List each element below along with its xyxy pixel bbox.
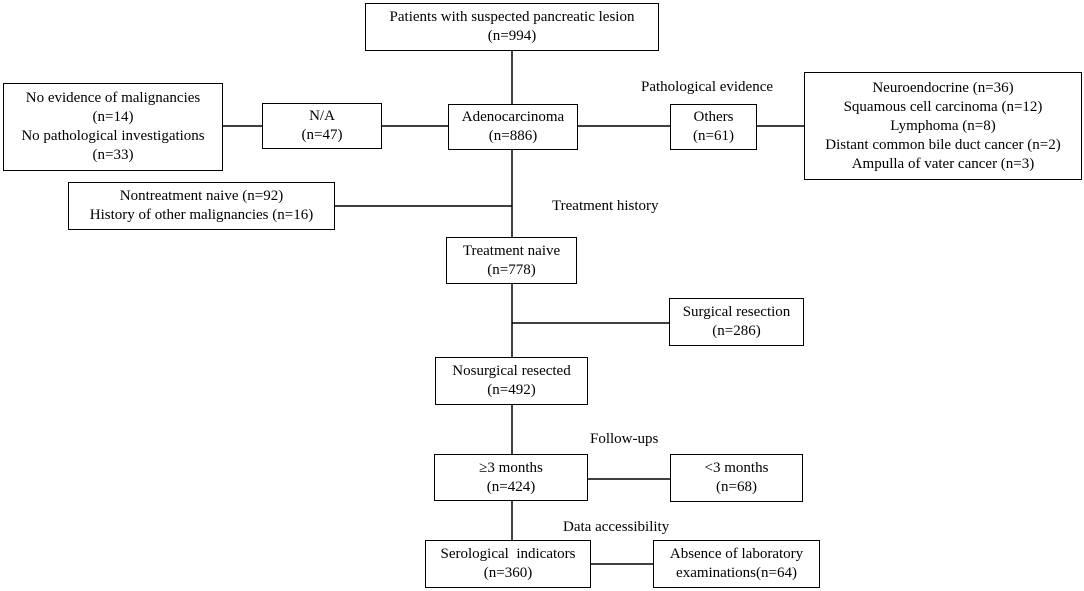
node-no-evidence-line: (n=14): [92, 109, 134, 125]
node-adenocarcinoma-line: Adenocarcinoma: [461, 109, 565, 125]
node-treatment-naive: Treatment naive (n=778): [446, 237, 577, 284]
node-ge3-months-line: ≥3 months: [479, 459, 543, 476]
node-no-evidence-line: (n=33): [92, 147, 134, 163]
node-others-detail-line: Ampulla of vater cancer (n=3): [851, 155, 1035, 172]
node-treatment-naive-line: Treatment naive: [462, 242, 561, 259]
node-adenocarcinoma-line: (n=886): [488, 128, 538, 144]
node-patients-line: Patients with suspected pancreatic lesio…: [389, 9, 635, 25]
node-surgical-resection: Surgical resection (n=286): [669, 298, 804, 346]
node-others-detail-line: Lymphoma (n=8): [890, 117, 996, 134]
node-patients-line: (n=994): [487, 28, 537, 44]
node-others: Others (n=61): [670, 104, 757, 150]
node-serological: Serological indicators (n=360): [425, 540, 591, 588]
label-pathological-evidence: Pathological evidence: [641, 79, 774, 95]
node-nontreatment-line: Nontreatment naive (n=92): [119, 188, 284, 204]
node-ge3-months: ≥3 months (n=424): [434, 454, 588, 501]
node-treatment-naive-line: (n=778): [487, 261, 536, 278]
node-others-line: Others: [693, 109, 734, 125]
node-lt3-months: <3 months (n=68): [670, 454, 803, 502]
node-patients: Patients with suspected pancreatic lesio…: [365, 3, 659, 51]
node-nosurgical: Nosurgical resected (n=492): [435, 357, 588, 405]
node-serological-line: Serological indicators: [440, 546, 576, 562]
node-lt3-months-line: <3 months: [704, 460, 769, 476]
node-lt3-months-line: (n=68): [716, 479, 757, 495]
node-nontreatment: Nontreatment naive (n=92) History of oth…: [68, 182, 335, 230]
node-no-evidence-line: No evidence of malignancies: [25, 90, 201, 106]
node-others-detail: Neuroendocrine (n=36) Squamous cell carc…: [804, 72, 1082, 180]
node-others-detail-line: Squamous cell carcinoma (n=12): [843, 98, 1043, 115]
node-absence-lab-line: examinations(n=64): [676, 565, 797, 581]
node-ge3-months-line: (n=424): [486, 478, 536, 495]
node-others-detail-line: Distant common bile duct cancer (n=2): [825, 136, 1061, 153]
node-serological-line: (n=360): [483, 565, 533, 581]
node-nosurgical-line: Nosurgical resected: [452, 363, 571, 379]
node-adenocarcinoma: Adenocarcinoma (n=886): [448, 104, 578, 150]
node-others-detail-line: Neuroendocrine (n=36): [872, 79, 1014, 96]
node-no-evidence: No evidence of malignancies (n=14) No pa…: [3, 83, 223, 171]
node-nontreatment-line: History of other malignancies (n=16): [89, 207, 314, 223]
node-na-line: (n=47): [301, 127, 343, 143]
label-treatment-history: Treatment history: [552, 198, 659, 214]
label-follow-ups: Follow-ups: [590, 431, 659, 447]
node-others-line: (n=61): [693, 128, 734, 144]
node-surgical-resection-line: Surgical resection: [682, 304, 791, 320]
node-absence-lab: Absence of laboratory examinations(n=64): [653, 540, 820, 588]
node-surgical-resection-line: (n=286): [712, 323, 761, 339]
node-no-evidence-line: No pathological investigations: [21, 128, 205, 144]
node-nosurgical-line: (n=492): [487, 382, 536, 398]
node-na: N/A (n=47): [262, 103, 382, 149]
node-na-line: N/A: [309, 108, 335, 124]
label-data-accessibility: Data accessibility: [563, 519, 670, 535]
node-absence-lab-line: Absence of laboratory: [669, 546, 804, 562]
